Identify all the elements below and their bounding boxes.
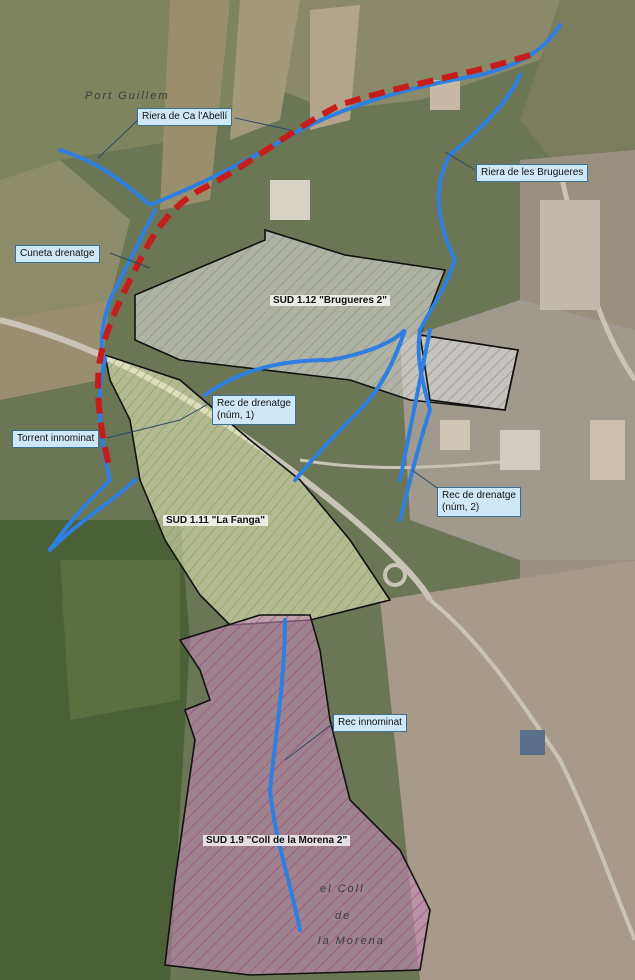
place-morena: la Morena [318, 935, 385, 947]
drainage-dashed-line [95, 52, 531, 471]
stream-riera-brugueres [398, 73, 522, 522]
streams [48, 23, 562, 932]
zone-label-sud-1-9: SUD 1.9 "Coll de la Morena 2" [203, 835, 351, 846]
callout-cuneta-drenatge: Cuneta drenatge [15, 245, 100, 263]
zone-sud-1-12-subzone [419, 334, 519, 411]
stream-torrent [48, 358, 113, 552]
zone-label-sud-1-12: SUD 1.12 "Brugueres 2" [270, 295, 390, 306]
place-de: de [335, 910, 352, 922]
stream-left-lower [48, 478, 137, 552]
place-port-guillem: Port Guillem [85, 90, 170, 102]
callout-rec-drenatge-1-line2: (núm, 1) [217, 410, 255, 421]
stream-cuneta [99, 208, 157, 362]
callout-rec-drenatge-1-line1: Rec de drenatge [217, 398, 291, 409]
callout-rec-drenatge-1: Rec de drenatge (núm, 1) [212, 395, 296, 425]
callout-rec-drenatge-2-line1: Rec de drenatge [442, 490, 516, 501]
callout-rec-drenatge-2: Rec de drenatge (núm, 2) [437, 487, 521, 517]
zone-label-sud-1-11: SUD 1.11 "La Fanga" [163, 515, 268, 526]
zone-sud-1-9 [164, 614, 431, 976]
callout-rec-innominat: Rec innominat [333, 714, 407, 732]
leader-lines [97, 117, 476, 761]
callout-riera-ca-labelli: Riera de Ca l'Abellí [137, 108, 233, 126]
callout-rec-drenatge-2-line2: (núm, 2) [442, 502, 480, 513]
stream-riera-ca-labelli [58, 23, 562, 208]
stream-rec-2 [398, 328, 432, 482]
stream-rec-1 [203, 328, 407, 482]
callout-riera-brugueres: Riera de les Brugueres [476, 164, 589, 182]
stream-rec-innominat [267, 618, 302, 932]
place-coll: el Coll [320, 883, 365, 895]
callout-torrent-innominat: Torrent innominat [12, 430, 100, 448]
